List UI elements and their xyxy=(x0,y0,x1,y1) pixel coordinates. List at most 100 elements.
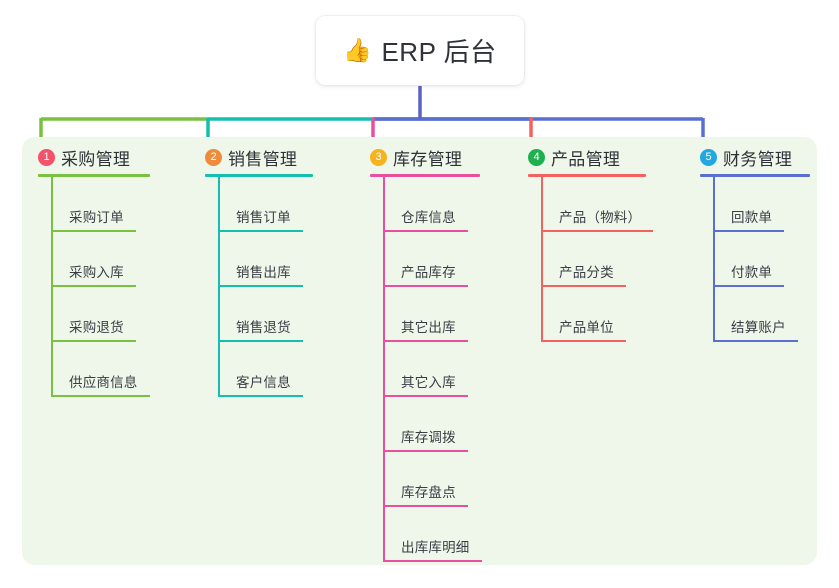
branch-spine xyxy=(218,177,220,397)
branches-panel xyxy=(22,137,817,565)
leaf-node[interactable]: 产品单位 xyxy=(528,287,646,342)
leaf-node-body: 客户信息 xyxy=(218,371,303,397)
leaf-node[interactable]: 付款单 xyxy=(700,232,810,287)
branch-header-5[interactable]: 5 财务管理 xyxy=(700,144,810,170)
leaf-node-label: 销售订单 xyxy=(236,210,291,225)
branch-header-4[interactable]: 4 产品管理 xyxy=(528,144,646,170)
leaf-node-underline xyxy=(218,230,303,232)
leaf-node[interactable]: 销售出库 xyxy=(205,232,313,287)
leaf-node-label: 库存调拨 xyxy=(401,430,456,445)
leaf-node-underline xyxy=(541,230,654,232)
leaf-node-underline xyxy=(541,340,626,342)
branch-spine xyxy=(383,177,385,562)
branch-column-5: 5 财务管理回款单付款单结算账户 xyxy=(700,144,810,342)
leaf-node-body: 采购订单 xyxy=(51,206,136,232)
leaf-node-body: 回款单 xyxy=(713,206,785,232)
leaf-node[interactable]: 其它出库 xyxy=(370,287,480,342)
leaf-node-underline xyxy=(383,450,468,452)
branch-title: 产品管理 xyxy=(551,149,621,169)
leaf-node-body: 库存调拨 xyxy=(383,426,468,452)
branch-number-badge: 4 xyxy=(528,148,545,166)
leaf-node-label: 其它出库 xyxy=(401,320,456,335)
leaf-node-body: 销售退货 xyxy=(218,316,303,342)
leaf-node-underline xyxy=(383,505,468,507)
branch-column-2: 2 销售管理销售订单销售出库销售退货客户信息 xyxy=(205,144,313,397)
leaf-node-underline xyxy=(383,395,468,397)
leaf-node[interactable]: 销售订单 xyxy=(205,177,313,232)
leaf-node-underline xyxy=(383,560,482,562)
leaf-node-label: 客户信息 xyxy=(236,375,291,390)
leaf-node[interactable]: 采购退货 xyxy=(38,287,150,342)
branch-header-2[interactable]: 2 销售管理 xyxy=(205,144,313,170)
leaf-node[interactable]: 产品库存 xyxy=(370,232,480,287)
leaf-node-label: 产品库存 xyxy=(401,265,456,280)
branch-children: 采购订单采购入库采购退货供应商信息 xyxy=(38,177,150,397)
leaf-node[interactable]: 库存调拨 xyxy=(370,397,480,452)
leaf-node-underline xyxy=(51,230,136,232)
leaf-node-underline xyxy=(541,285,626,287)
branch-title: 库存管理 xyxy=(393,149,463,169)
leaf-node-underline xyxy=(51,340,136,342)
root-node-title: 👍 ERP 后台 xyxy=(343,32,496,69)
branch-title: 财务管理 xyxy=(723,149,793,169)
leaf-node[interactable]: 出库库明细 xyxy=(370,507,482,562)
leaf-node-label: 仓库信息 xyxy=(401,210,456,225)
leaf-node[interactable]: 客户信息 xyxy=(205,342,313,397)
leaf-node[interactable]: 采购订单 xyxy=(38,177,150,232)
leaf-node-body: 产品单位 xyxy=(541,316,626,342)
leaf-node-underline xyxy=(713,285,785,287)
branch-column-3: 3 库存管理仓库信息产品库存其它出库其它入库库存调拨库存盘点出库库明细 xyxy=(370,144,482,562)
branch-children: 产品（物料）产品分类产品单位 xyxy=(528,177,654,342)
leaf-node[interactable]: 产品分类 xyxy=(528,232,646,287)
leaf-node[interactable]: 回款单 xyxy=(700,177,810,232)
branch-number-badge: 5 xyxy=(700,148,717,166)
leaf-node[interactable]: 销售退货 xyxy=(205,287,313,342)
leaf-node-underline xyxy=(218,285,303,287)
leaf-node-body: 供应商信息 xyxy=(51,371,150,397)
leaf-node-underline xyxy=(713,340,798,342)
leaf-node[interactable]: 产品（物料） xyxy=(528,177,654,232)
leaf-node[interactable]: 仓库信息 xyxy=(370,177,480,232)
thumbs-up-icon: 👍 xyxy=(343,37,373,63)
root-node-card[interactable]: 👍 ERP 后台 xyxy=(316,16,524,85)
leaf-node-label: 销售出库 xyxy=(236,265,291,280)
leaf-node-body: 其它出库 xyxy=(383,316,468,342)
branch-number-badge: 2 xyxy=(205,148,222,166)
leaf-node[interactable]: 结算账户 xyxy=(700,287,810,342)
leaf-node-underline xyxy=(51,395,150,397)
leaf-node-underline xyxy=(383,230,468,232)
branch-children: 回款单付款单结算账户 xyxy=(700,177,810,342)
leaf-node-label: 销售退货 xyxy=(236,320,291,335)
leaf-node-underline xyxy=(218,340,303,342)
leaf-node-body: 产品库存 xyxy=(383,261,468,287)
leaf-node-underline xyxy=(51,285,136,287)
leaf-node[interactable]: 库存盘点 xyxy=(370,452,480,507)
leaf-node-label: 回款单 xyxy=(731,210,773,225)
branch-number-badge: 3 xyxy=(370,148,387,166)
branch-title: 销售管理 xyxy=(228,149,298,169)
leaf-node-label: 采购退货 xyxy=(69,320,124,335)
leaf-node-underline xyxy=(218,395,303,397)
leaf-node[interactable]: 采购入库 xyxy=(38,232,150,287)
branch-spine xyxy=(541,177,543,342)
branch-header-3[interactable]: 3 库存管理 xyxy=(370,144,480,170)
branch-children: 销售订单销售出库销售退货客户信息 xyxy=(205,177,313,397)
leaf-node[interactable]: 其它入库 xyxy=(370,342,480,397)
branch-number-badge: 1 xyxy=(38,148,55,166)
leaf-node-body: 结算账户 xyxy=(713,316,798,342)
branch-spine xyxy=(713,177,715,342)
leaf-node[interactable]: 供应商信息 xyxy=(38,342,150,397)
leaf-node-body: 库存盘点 xyxy=(383,481,468,507)
leaf-node-label: 采购订单 xyxy=(69,210,124,225)
leaf-node-label: 库存盘点 xyxy=(401,485,456,500)
leaf-node-body: 销售订单 xyxy=(218,206,303,232)
branch-column-4: 4 产品管理产品（物料）产品分类产品单位 xyxy=(528,144,654,342)
leaf-node-underline xyxy=(383,285,468,287)
leaf-node-body: 采购退货 xyxy=(51,316,136,342)
leaf-node-underline xyxy=(713,230,785,232)
leaf-node-body: 付款单 xyxy=(713,261,785,287)
leaf-node-label: 付款单 xyxy=(731,265,773,280)
leaf-node-label: 产品单位 xyxy=(559,320,614,335)
